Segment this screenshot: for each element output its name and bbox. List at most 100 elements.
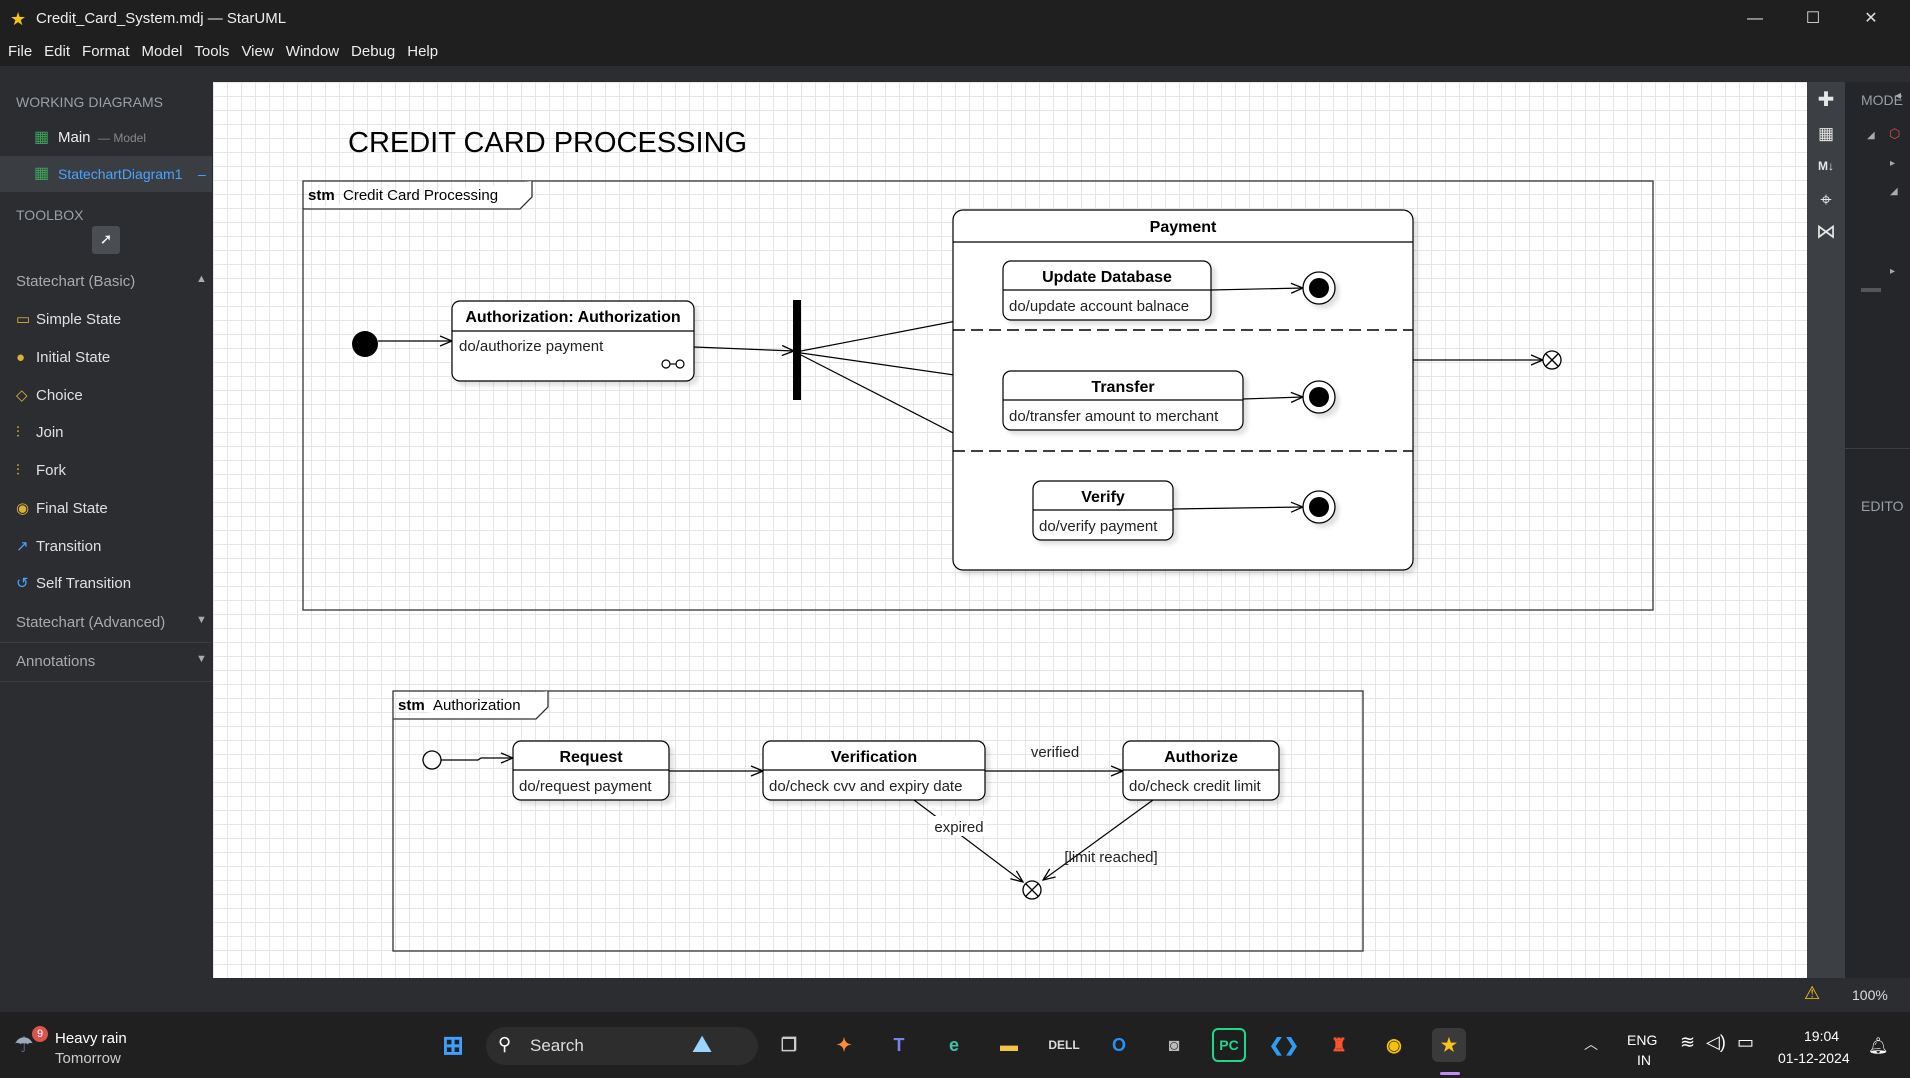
tree-toggle-icon[interactable]: ▸ — [1890, 158, 1896, 169]
edge-icon[interactable]: e — [948, 1035, 959, 1055]
staruml-taskbar-icon[interactable]: ★ — [1432, 1028, 1466, 1062]
state-verify[interactable]: Verify do/verify payment — [1032, 480, 1174, 541]
minimize-button[interactable]: — — [1747, 10, 1763, 27]
state-update-database[interactable]: Update Database do/update account balnac… — [1002, 260, 1212, 321]
expand-down-icon[interactable]: ▼ — [196, 653, 207, 665]
tool-initial-state[interactable]: ●Initial State — [16, 339, 110, 377]
terminate-node[interactable] — [1022, 880, 1042, 900]
show-hidden-icons-icon[interactable]: ︿ — [1584, 1036, 1598, 1052]
tree-toggle-icon[interactable]: ◢ — [1867, 130, 1875, 141]
language-line2[interactable]: IN — [1637, 1052, 1651, 1068]
search-box[interactable]: ⚲ Search ⛰ — [486, 1027, 758, 1065]
menu-view[interactable]: View — [241, 43, 274, 60]
volume-icon[interactable]: ◁) — [1706, 1032, 1726, 1052]
outlook-icon[interactable]: O — [1111, 1035, 1126, 1055]
dell-icon[interactable]: DELL — [1048, 1038, 1080, 1052]
layout-icon[interactable]: ▦ — [1817, 124, 1835, 143]
diagram-item-main[interactable]: ▦ Main — Model — [0, 120, 212, 156]
rain-cloud-icon: ☂ — [14, 1032, 34, 1057]
transition-arrow[interactable] — [441, 758, 513, 760]
tool-self-transition[interactable]: ↺Self Transition — [16, 565, 131, 603]
transition-arrow[interactable] — [1043, 799, 1154, 880]
clock-time[interactable]: 19:04 — [1804, 1028, 1840, 1044]
transition-arrow[interactable] — [913, 799, 1023, 882]
tree-toggle-icon[interactable]: ▸ — [1890, 266, 1896, 277]
diagram-canvas[interactable]: CREDIT CARD PROCESSING stm Credit Card P… — [213, 82, 1807, 978]
vscode-icon[interactable]: ❮❯ — [1268, 1035, 1300, 1055]
state-request[interactable]: Request do/request payment — [512, 740, 670, 801]
notification-bell-icon[interactable]: 🔔︎ — [1868, 1038, 1889, 1055]
close-button[interactable]: ✕ — [1864, 10, 1878, 27]
warning-icon[interactable]: ⚠ — [1804, 983, 1821, 1003]
simple-state-icon: ▭ — [16, 311, 31, 328]
expand-down-icon[interactable]: ▼ — [196, 614, 207, 626]
diagram-item-statechart[interactable]: ▦ StatechartDiagram1 – — [0, 156, 212, 192]
tool-join[interactable]: ⫶Join — [16, 414, 64, 452]
copilot-icon[interactable]: ✦ — [836, 1035, 852, 1055]
frame-credit-card-processing[interactable]: stm Credit Card Processing — [302, 180, 1654, 611]
menu-help[interactable]: Help — [407, 43, 439, 60]
transition-arrow[interactable] — [1172, 507, 1303, 509]
state-verification[interactable]: Verification do/check cvv and expiry dat… — [762, 740, 986, 801]
maximize-button[interactable]: ☐ — [1805, 10, 1821, 27]
camera-icon[interactable]: ◙ — [1168, 1035, 1180, 1055]
menu-file[interactable]: File — [8, 43, 33, 60]
tool-choice[interactable]: ◇Choice — [16, 377, 83, 415]
clock-date[interactable]: 01-12-2024 — [1778, 1050, 1850, 1066]
frame-authorization[interactable]: stm Authorization — [392, 690, 1364, 952]
zoom-level[interactable]: 100% — [1852, 987, 1888, 1003]
tool-transition[interactable]: ↗Transition — [16, 528, 101, 566]
pycharm-icon[interactable]: PC — [1212, 1028, 1246, 1062]
final-state[interactable] — [1302, 490, 1336, 524]
pointer-tool-button[interactable]: ➚ — [92, 226, 120, 254]
search-icon: ⚲ — [498, 1034, 512, 1054]
transition-arrow[interactable] — [1242, 397, 1303, 399]
crosshair-icon[interactable]: ⌖ — [1820, 189, 1832, 211]
category-annotations[interactable]: Annotations — [16, 653, 96, 670]
menu-edit[interactable]: Edit — [44, 43, 71, 60]
final-state[interactable] — [1302, 380, 1336, 414]
extensions-icon[interactable]: ✚ — [1817, 89, 1835, 111]
menu-tools[interactable]: Tools — [194, 43, 230, 60]
battery-icon[interactable]: ▭ — [1737, 1032, 1755, 1052]
transition-arrow[interactable] — [693, 347, 794, 351]
menu-debug[interactable]: Debug — [351, 43, 396, 60]
file-explorer-icon[interactable]: ▬ — [1000, 1035, 1018, 1055]
tool-final-state[interactable]: ◉Final State — [16, 490, 108, 528]
resize-handle[interactable] — [1861, 288, 1881, 292]
teams-icon[interactable]: T — [893, 1035, 905, 1055]
language-line1[interactable]: ENG — [1627, 1032, 1658, 1048]
initial-state[interactable] — [352, 331, 378, 357]
terminate-node[interactable] — [1542, 350, 1562, 370]
transition-label-expired: expired — [934, 819, 983, 836]
state-authorize[interactable]: Authorize do/check credit limit — [1122, 740, 1280, 801]
windows-start-icon[interactable]: ⊞ — [442, 1030, 464, 1060]
status-bar: ⚠ 100% — [0, 978, 1910, 1012]
weather-widget[interactable]: ☂ 9 Heavy rain Tomorrow — [10, 1026, 160, 1070]
final-state[interactable] — [1302, 271, 1336, 305]
share-icon[interactable]: ⋈ — [1816, 221, 1836, 243]
chrome-icon[interactable]: ◉ — [1386, 1035, 1402, 1055]
windows-taskbar: ☂ 9 Heavy rain Tomorrow ⊞ ⚲ Search ⛰ ❐ ✦… — [0, 1012, 1910, 1078]
state-authorization[interactable]: Authorization: Authorization do/authoriz… — [451, 300, 695, 382]
menu-format[interactable]: Format — [82, 43, 130, 60]
tool-simple-state[interactable]: ▭Simple State — [16, 301, 121, 339]
category-statechart-basic[interactable]: Statechart (Basic) — [16, 273, 136, 290]
chevron-icon[interactable]: ◂ — [1895, 88, 1902, 102]
collapse-up-icon[interactable]: ▲ — [196, 273, 207, 285]
markdown-icon[interactable]: M↓ — [1818, 159, 1834, 173]
category-statechart-advanced[interactable]: Statechart (Advanced) — [16, 614, 166, 631]
entry-point[interactable] — [422, 750, 442, 770]
frame-keyword: stm — [398, 697, 425, 714]
tree-toggle-icon[interactable]: ◢ — [1890, 186, 1898, 197]
tool-fork[interactable]: ⫶Fork — [16, 452, 66, 490]
state-transfer[interactable]: Transfer do/transfer amount to merchant — [1002, 370, 1244, 431]
task-view-icon[interactable]: ❐ — [780, 1035, 798, 1055]
state-activity: do/authorize payment — [459, 338, 604, 355]
transition-arrow[interactable] — [1210, 288, 1303, 290]
fork-bar[interactable] — [793, 300, 801, 400]
brave-icon[interactable]: ♜ — [1330, 1035, 1348, 1055]
menu-window[interactable]: Window — [285, 43, 340, 60]
wifi-icon[interactable]: ≋ — [1680, 1032, 1696, 1052]
menu-model[interactable]: Model — [141, 43, 183, 60]
